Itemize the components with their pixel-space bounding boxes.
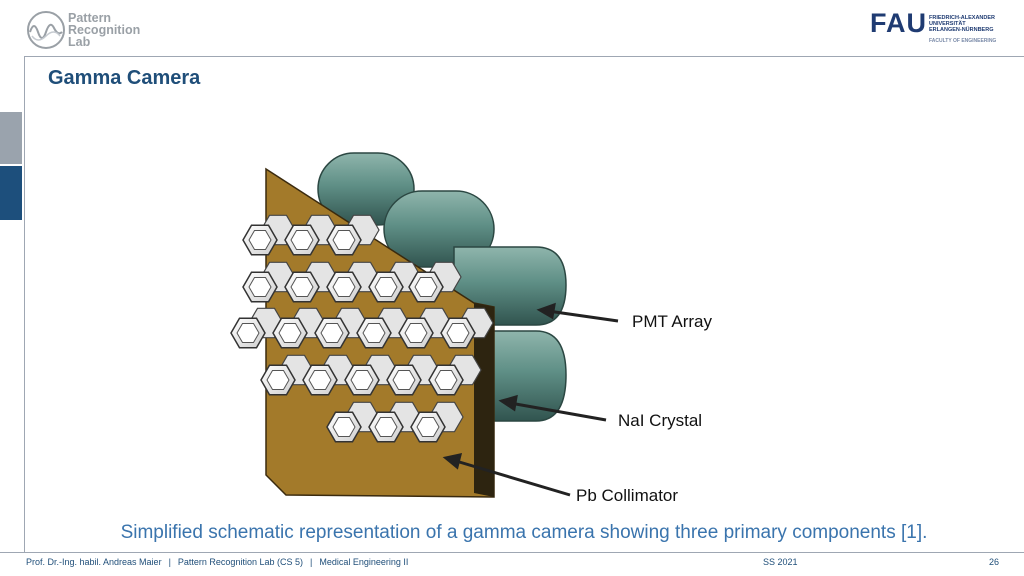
- crystal-arrowhead: [498, 394, 518, 412]
- collimator-tube: [326, 214, 380, 256]
- pb-collimator: [230, 214, 494, 443]
- crystal-arrow: [509, 401, 607, 422]
- collimator-tube: [410, 401, 464, 443]
- pb-collimator-label: Pb Collimator: [576, 486, 678, 505]
- side-nav-tab-active[interactable]: [0, 166, 22, 220]
- footer-course: Medical Engineering II: [319, 557, 409, 567]
- side-nav-tab-inactive[interactable]: [0, 112, 22, 164]
- lab-logo-icon: [27, 11, 65, 49]
- collimator-tube: [428, 354, 482, 396]
- fau-logo: FAU FRIEDRICH-ALEXANDER UNIVERSITÄT ERLA…: [870, 9, 1010, 45]
- footer-separator: |: [168, 557, 171, 567]
- collimator-tube: [356, 307, 410, 349]
- pmt-arrow: [547, 309, 619, 323]
- gamma-camera-figure: PMT Array NaI Crystal Pb Collimator: [230, 152, 712, 505]
- fau-logo-word: FAU: [870, 8, 927, 38]
- lab-logo-line-2: Recognition: [68, 23, 141, 37]
- fau-logo-line-1: FRIEDRICH-ALEXANDER: [929, 15, 995, 21]
- frame-divider-top: [24, 56, 1024, 57]
- pattern-recognition-lab-logo: Pattern Recognition Lab: [26, 10, 186, 52]
- lab-logo-line-1: Pattern: [68, 11, 112, 25]
- collimator-tube: [272, 307, 326, 349]
- footer-term: SS 2021: [763, 557, 798, 567]
- nai-crystal-label: NaI Crystal: [618, 411, 702, 430]
- label-arrows: [442, 302, 619, 497]
- collimator-tube: [398, 307, 452, 349]
- collimator-tube: [242, 214, 296, 256]
- pmt-array-label: PMT Array: [632, 312, 712, 331]
- collimator-tube: [344, 354, 398, 396]
- collimator-tube: [440, 307, 494, 349]
- frame-divider-left: [24, 56, 25, 552]
- footer-info: Prof. Dr.-Ing. habil. Andreas Maier | Patt…: [26, 557, 408, 567]
- fau-logo-university: FRIEDRICH-ALEXANDER UNIVERSITÄT ERLANGEN…: [929, 15, 995, 33]
- lab-logo-line-3: Lab: [68, 35, 91, 49]
- collimator-tube: [242, 261, 296, 303]
- figure-caption: Simplified schematic representation of a…: [0, 522, 1024, 544]
- collimator-arrowhead: [442, 453, 463, 470]
- collimator-tube: [326, 261, 380, 303]
- figure-caption-text: Simplified schematic representation of a…: [120, 522, 928, 543]
- footer-separator: |: [309, 557, 313, 567]
- collimator-tube: [408, 261, 462, 303]
- collimator-arrow: [455, 459, 571, 497]
- fau-logo-line-3: ERLANGEN-NÜRNBERG: [929, 27, 994, 33]
- lab-logo-text: Pattern Recognition Lab: [68, 11, 141, 49]
- slide-title: Gamma Camera: [48, 67, 201, 89]
- footer-lab: Pattern Recognition Lab (CS 5): [177, 557, 303, 567]
- fau-logo-line-2: UNIVERSITÄT: [929, 21, 966, 27]
- footer-author: Prof. Dr.-Ing. habil. Andreas Maier: [26, 557, 162, 567]
- fau-logo-faculty: FACULTY OF ENGINEERING: [929, 38, 997, 44]
- page-number: 26: [989, 557, 1000, 567]
- pmt-arrowhead: [536, 302, 556, 320]
- frame-divider-bottom: [0, 552, 1024, 553]
